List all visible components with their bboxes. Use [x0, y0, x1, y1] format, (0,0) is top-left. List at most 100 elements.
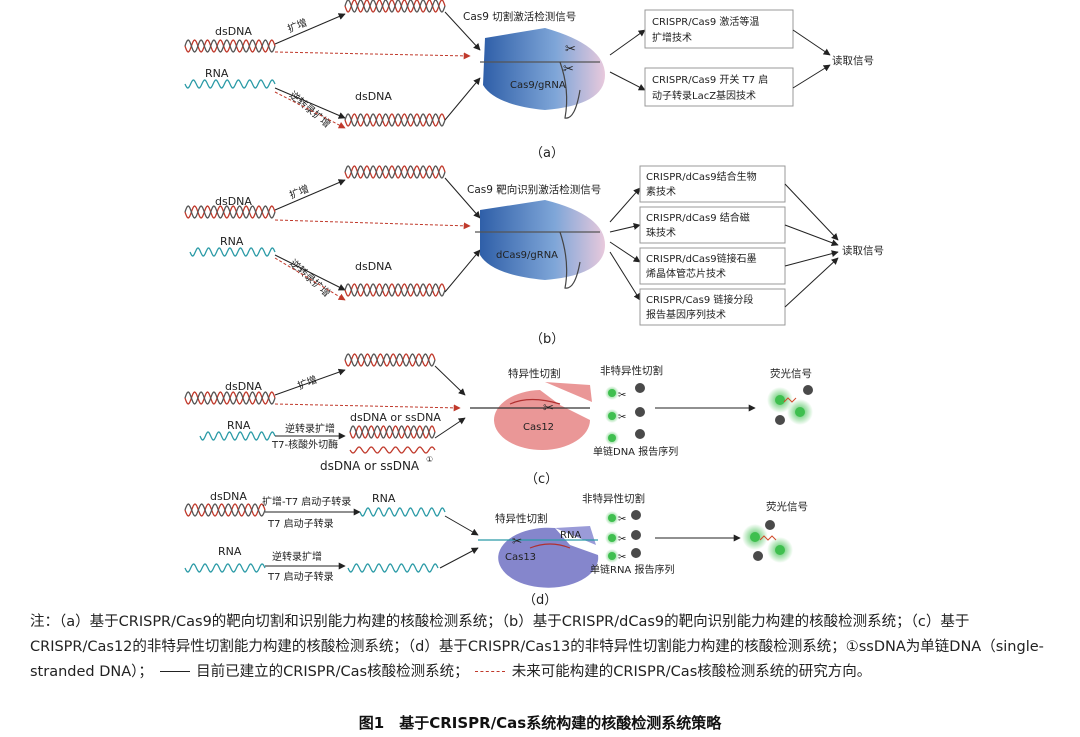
arrow-b-to-cas9-top [444, 177, 481, 219]
reporter-cluster-c: ✂ ✂ [605, 383, 645, 445]
helix-b-amplicon-top-strand2 [344, 165, 446, 179]
label-d-t7: T7 启动子转录 [267, 517, 334, 530]
label-b-complex: dCas9/gRNA [496, 250, 558, 261]
panel-b: dsDNA RNA 扩增 逆转录扩增 dsDNA Cas9 靶向识别激活检测信号… [184, 165, 884, 347]
arrow-d-to-cas13-bottom [439, 547, 479, 569]
label-b-readout: 读取信号 [842, 244, 884, 257]
note-solid-text: 目前已建立的CRISPR/Cas核酸检测系统； [196, 664, 469, 680]
fluor-signal-d [742, 520, 793, 563]
label-c-t7: T7-核酸外切酶 [271, 438, 338, 451]
arrow-b-tech1 [609, 187, 641, 223]
label-b-dsdna: dsDNA [215, 195, 252, 208]
label-b-amp: 扩增 [287, 182, 310, 202]
label-c-mid2: dsDNA or ssDNA [320, 459, 420, 473]
label-b-rna: RNA [220, 235, 244, 248]
cas13-enzyme [498, 527, 599, 588]
box-b-tech3 [639, 247, 786, 285]
label-a-mid-dsdna: dsDNA [355, 90, 392, 103]
arrow-a-read2 [792, 64, 831, 89]
text-b-tech4-l2: 报告基因序列技术 [646, 308, 726, 321]
arrow-b-read1 [784, 183, 839, 241]
label-c-nonspecific: 非特异性切割 [600, 364, 663, 377]
fluor-signal-c [767, 385, 813, 425]
grna-b [559, 231, 581, 289]
crispr-diagram: dsDNA RNA 扩增 逆转录扩增 dsDNA Cas9 切割激活检测信号 C… [184, 0, 884, 608]
arrow-d-to-cas13-top [444, 515, 479, 536]
helix-a-dsdna-strand2 [184, 39, 276, 53]
label-c-amp: 扩增 [296, 373, 319, 393]
arrow-a-tech2 [609, 71, 646, 91]
label-a-amp: 扩增 [286, 16, 309, 36]
panel-label-a: （a） [530, 146, 564, 161]
arrow-b-tech4 [609, 251, 641, 301]
label-b-mid-dsdna: dsDNA [355, 260, 392, 273]
arrow-c-dsdna-direct [274, 403, 461, 412]
helix-d-dsdna-strand2 [184, 503, 266, 517]
label-c-dsdna: dsDNA [225, 380, 262, 393]
label-c-mid1: dsDNA or ssDNA [350, 411, 441, 424]
reporter-cluster-d: ✂ ✂ ✂ [605, 510, 641, 563]
crrna-c [509, 398, 561, 405]
arrow-b-tech2 [609, 223, 641, 233]
arrow-b-amp [274, 179, 346, 211]
helix-d-rna [184, 563, 266, 573]
solid-arrow-legend [159, 671, 190, 672]
text-a-tech2-l1: CRISPR/Cas9 开关 T7 启 [652, 73, 768, 86]
cas12-lobe [545, 382, 592, 402]
scissors-icon: ✂ [618, 552, 626, 563]
dcas9-complex-b [480, 200, 605, 280]
arrow-c-to-cas12-top [434, 365, 466, 396]
text-b-tech2-l1: CRISPR/dCas9 结合磁 [646, 211, 750, 224]
helix-b-amplicon-bottom-strand2 [344, 283, 446, 297]
scissors-icon: ✂ [565, 42, 576, 57]
text-b-tech1-l2: 素技术 [646, 185, 676, 198]
box-a-tech2 [644, 67, 794, 107]
panel-d: dsDNA RNA 扩增-T7 启动子转录 T7 启动子转录 逆转录扩增 T7 … [184, 490, 808, 608]
label-d-t7-2: T7 启动子转录 [267, 570, 334, 583]
text-a-tech1-l1: CRISPR/Cas9 激活等温 [652, 15, 759, 28]
label-d-dsdna: dsDNA [210, 490, 247, 503]
dashed-arrow-legend [475, 671, 506, 672]
figure-note: 注：（a）基于CRISPR/Cas9的靶向切割和识别能力构建的核酸检测系统；（b… [30, 610, 1060, 685]
helix-c-amplicon-mid-strand2 [349, 425, 436, 439]
crrna-d [529, 543, 571, 549]
arrow-b-rt-dash [274, 257, 346, 301]
panel-label-b: （b） [530, 332, 564, 347]
arrow-b-dsdna-direct [274, 219, 471, 230]
label-c-rna: RNA [227, 419, 251, 432]
arrow-a-amp [274, 13, 346, 45]
label-d-enzyme: Cas13 [505, 552, 536, 563]
label-d-mid-rna: RNA [372, 492, 396, 505]
helix-c-dsdna-strand2 [184, 391, 276, 405]
arrow-b-read4 [784, 257, 839, 308]
scissors-icon: ✂ [618, 390, 626, 401]
scissors-icon: ✂ [618, 412, 626, 423]
label-c-reporter: 单链DNA 报告序列 [593, 445, 678, 458]
arrow-c-amp [274, 368, 346, 396]
scissors-icon: ✂ [618, 534, 626, 545]
helix-c-rna [199, 431, 276, 441]
label-d-reporter: 单链RNA 报告序列 [590, 563, 674, 576]
panel-label-d: （d） [523, 593, 557, 608]
label-a-signal: Cas9 切割激活检测信号 [463, 10, 576, 23]
helix-c-amplicon-top-strand2 [344, 353, 436, 367]
label-b-signal: Cas9 靶向识别激活检测信号 [467, 183, 601, 196]
label-d-amp-t7: 扩增-T7 启动子转录 [262, 495, 351, 508]
arrow-b-read2 [784, 224, 839, 247]
note-prefix: 注：（a）基于CRISPR/Cas9的靶向切割和识别能力构建的核酸检测系统；（b… [30, 614, 1044, 680]
panel-c: dsDNA RNA 扩增 逆转录扩增 T7-核酸外切酶 dsDNA or ssD… [184, 353, 813, 487]
helix-a-rna [184, 79, 276, 89]
box-b-tech4 [639, 288, 786, 326]
helix-a-amplicon-top-strand2 [344, 0, 446, 13]
grna-a [559, 61, 581, 119]
figure-caption: 图1 基于CRISPR/Cas系统构建的核酸检测系统策略 [358, 714, 722, 732]
text-a-tech2-l2: 动子转录LacZ基因技术 [652, 89, 756, 102]
text-b-tech2-l2: 珠技术 [646, 226, 676, 239]
label-c-fluor: 荧光信号 [770, 367, 812, 380]
label-c-specific: 特异性切割 [508, 367, 561, 380]
text-b-tech3-l2: 烯晶体管芯片技术 [646, 267, 726, 280]
arrow-a-to-cas9-bottom [444, 77, 481, 121]
label-a-dsdna: dsDNA [215, 25, 252, 38]
helix-b-rna [189, 247, 276, 257]
text-a-tech1-l2: 扩增技术 [652, 31, 692, 44]
